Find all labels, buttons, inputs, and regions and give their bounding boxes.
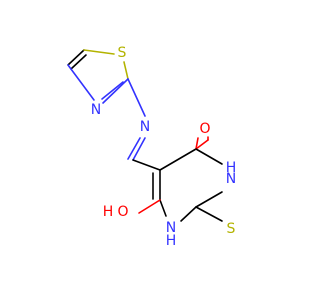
imine-linker [127,78,161,171]
bond-c5-s [83,49,115,55]
atom-n-upper: N [226,171,236,187]
molecule-structure: S N N O N H S N H O H [67,45,237,249]
bond-c2-n1 [180,206,197,222]
bond-c4-c5 [67,49,85,66]
atom-n-lower: N [166,220,176,236]
bond-c4-o-up [195,137,199,150]
bond-c2-nimine [127,78,146,117]
thiazole-ring [67,49,129,104]
bond-c4-o [195,139,209,150]
atom-h-lower: H [166,233,177,249]
bond-nimine-ch-b [127,137,141,160]
atom-n-imine: N [140,119,150,135]
bond-c4-n3 [195,148,223,165]
atom-o-bottom: O [117,204,128,220]
bond-c5-c4 [159,148,197,171]
bond-ch-c5ring [132,159,161,171]
bond-c2-s-link [195,206,223,222]
bond-c2-n3-double [101,81,124,100]
bond-c2-n3 [102,78,129,104]
bond-n3-c4 [67,64,95,101]
bond-c4-c5-double [70,54,87,70]
bond-c6-n1 [159,199,167,217]
pyrimidine-ring [138,136,223,222]
bond-nimine-ch-a [132,137,146,161]
atom-s-thiazole: S [118,45,127,61]
atom-o-top: O [199,121,210,137]
atom-n-thiazole: N [91,102,101,118]
molecule-canvas: S N N O N H S N H O H [67,45,237,249]
bond-n3-c2 [195,191,223,208]
bond-s-c2 [123,61,129,80]
atom-s-thione: S [227,221,236,237]
atom-h-bottom: H [103,204,114,220]
atom-h-upper: H [226,160,237,176]
atom-labels: S N N O N H S N H O H [91,45,237,249]
bond-c6-o [138,199,161,214]
